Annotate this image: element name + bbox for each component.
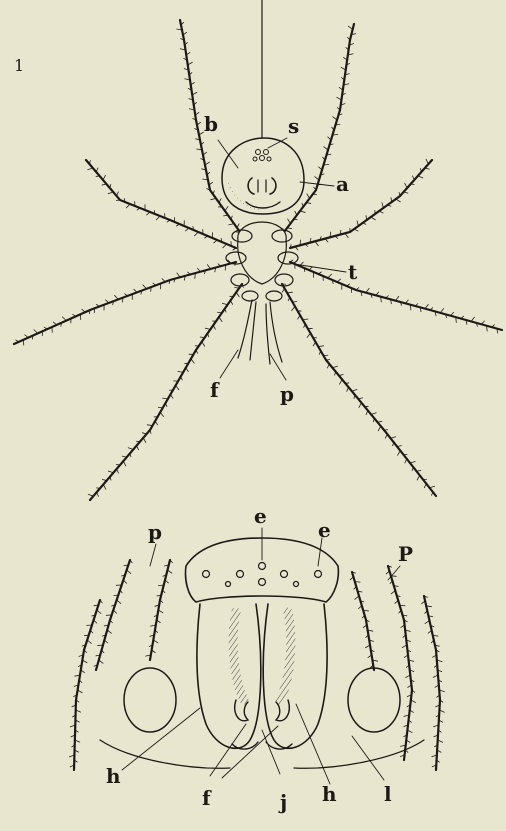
label-e-center: e — [254, 506, 267, 526]
coxa-left — [124, 668, 176, 732]
label-t: t — [348, 262, 357, 282]
leg-6 — [290, 262, 502, 330]
leg-3 — [86, 160, 236, 248]
label-b: b — [204, 114, 218, 134]
cephalothorax — [222, 138, 304, 214]
label-l: l — [384, 784, 392, 804]
label-a: a — [336, 174, 349, 194]
label-f-bottom: f — [202, 788, 211, 808]
spider-dorsal-figure — [14, 0, 502, 500]
leg-8 — [282, 284, 436, 496]
palp-segment-3 — [150, 560, 170, 660]
label-h-right: h — [322, 784, 337, 804]
label-f-top: f — [210, 380, 219, 400]
palp-segment-2 — [96, 560, 130, 670]
label-p-left: p — [148, 522, 162, 542]
label-p-top: p — [280, 384, 294, 404]
spider-head-detail-figure — [69, 528, 444, 784]
chelicera-right — [263, 604, 327, 748]
coxa-right — [348, 668, 400, 732]
palp-segment-4 — [424, 596, 440, 770]
figure-number: 1 — [14, 58, 24, 74]
leg-5 — [14, 262, 236, 344]
label-j: j — [280, 792, 287, 812]
label-p-right: P — [398, 544, 413, 564]
leg-7 — [90, 284, 242, 500]
leg-4 — [290, 160, 432, 248]
label-h-left: h — [106, 766, 121, 786]
label-s: s — [288, 116, 299, 136]
label-e-right: e — [318, 520, 331, 540]
chelicera-left — [197, 604, 261, 748]
